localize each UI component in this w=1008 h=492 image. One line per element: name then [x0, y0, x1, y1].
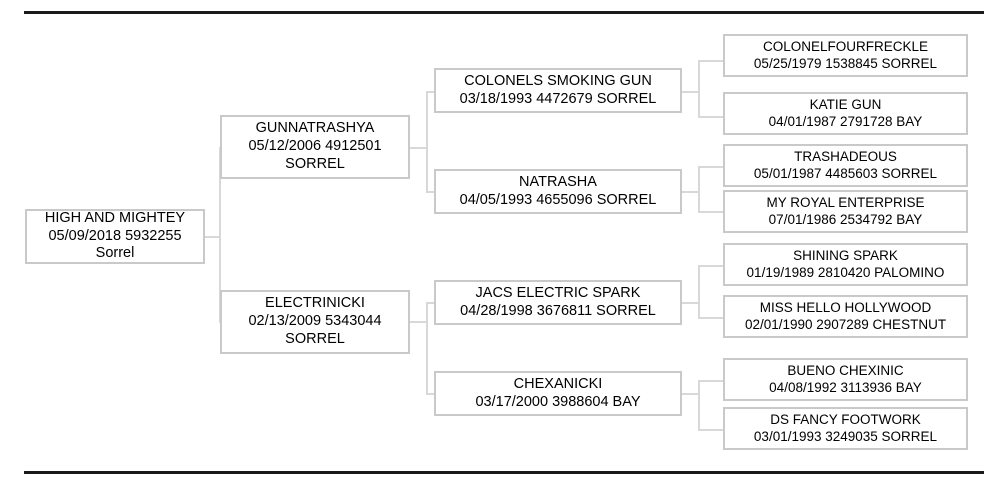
node-details: 04/28/1998 3676811 SORREL: [460, 302, 656, 319]
connector-gen2-sire-vertical-up: [426, 91, 428, 148]
pedigree-node-gen4-5[interactable]: MISS HELLO HOLLYWOOD 02/01/1990 2907289 …: [723, 295, 968, 338]
pedigree-node-gen4-7[interactable]: DS FANCY FOOTWORK 03/01/1993 3249035 SOR…: [723, 407, 968, 450]
node-name: DS FANCY FOOTWORK: [770, 412, 921, 428]
pedigree-node-gen4-6[interactable]: BUENO CHEXINIC 04/08/1992 3113936 BAY: [723, 358, 968, 401]
node-name: MY ROYAL ENTERPRISE: [766, 195, 925, 211]
node-details: 01/19/1989 2810420 PALOMINO: [746, 264, 945, 280]
pedigree-node-gen3-0[interactable]: COLONELS SMOKING GUN 03/18/1993 4472679 …: [434, 68, 682, 113]
node-name: ELECTRINICKI: [265, 295, 365, 312]
node-color: SORREL: [285, 155, 345, 172]
node-details: 03/18/1993 4472679 SORREL: [459, 90, 657, 107]
connector-gen2-sire-stub: [410, 147, 428, 149]
connector-root-stub: [205, 236, 221, 238]
connector-gen3-2-stub: [682, 302, 700, 304]
node-name: JACS ELECTRIC SPARK: [475, 284, 641, 301]
connector-gen3-1-vertical-down: [698, 191, 700, 213]
pedigree-node-gen3-3[interactable]: CHEXANICKI 03/17/2000 3988604 BAY: [434, 371, 682, 416]
connector-gen3-2-vertical-up: [698, 265, 700, 303]
connector-gen3-1-stub: [682, 191, 700, 193]
connector-gen3-3-vertical-up: [698, 380, 700, 395]
node-details: 03/01/1993 3249035 SORREL: [753, 428, 938, 444]
connector-gen3-0-vertical-up: [698, 60, 700, 92]
node-details: 02/01/1990 2907289 CHESTNUT: [744, 316, 947, 332]
node-details: 05/01/1987 4485603 SORREL: [753, 165, 938, 181]
connector-to-gen3-2: [426, 302, 436, 304]
node-name: GUNNATRASHYA: [255, 120, 375, 137]
node-name: SHINING SPARK: [793, 248, 898, 264]
pedigree-node-gen4-0[interactable]: COLONELFOURFRECKLE 05/25/1979 1538845 SO…: [723, 34, 968, 77]
pedigree-node-gen4-3[interactable]: MY ROYAL ENTERPRISE 07/01/1986 2534792 B…: [723, 190, 968, 233]
connector-to-gen3-1: [426, 191, 436, 193]
node-details: 07/01/1986 2534792 BAY: [768, 211, 923, 227]
connector-gen2-dam-stub: [410, 321, 428, 323]
connector-to-gen4-7: [698, 429, 724, 431]
node-name: MISS HELLO HOLLYWOOD: [759, 300, 932, 316]
connector-gen3-0-vertical-down: [698, 91, 700, 118]
connector-root-vertical: [219, 147, 221, 238]
connector-gen2-dam-vertical-down: [426, 321, 428, 394]
pedigree-node-gen2-1[interactable]: ELECTRINICKI 02/13/2009 5343044 SORREL: [220, 290, 410, 354]
connector-gen3-1-vertical-up: [698, 166, 700, 192]
pedigree-node-gen3-2[interactable]: JACS ELECTRIC SPARK 04/28/1998 3676811 S…: [434, 280, 682, 325]
node-name: COLONELFOURFRECKLE: [762, 39, 929, 55]
pedigree-node-gen2-0[interactable]: GUNNATRASHYA 05/12/2006 4912501 SORREL: [220, 115, 410, 179]
connector-gen3-2-vertical-down: [698, 302, 700, 319]
node-details: 05/25/1979 1538845 SORREL: [753, 55, 938, 71]
pedigree-node-gen4-4[interactable]: SHINING SPARK 01/19/1989 2810420 PALOMIN…: [723, 243, 968, 286]
connector-gen2-sire-vertical-down: [426, 147, 428, 193]
connector-to-gen4-3: [698, 211, 724, 213]
connector-to-gen4-6: [698, 380, 724, 382]
node-details: 03/17/2000 3988604 BAY: [475, 393, 641, 410]
pedigree-node-gen4-1[interactable]: KATIE GUN 04/01/1987 2791728 BAY: [723, 92, 968, 135]
connector-gen3-0-stub: [682, 91, 700, 93]
connector-to-gen4-4: [698, 265, 724, 267]
pedigree-node-gen1-0[interactable]: HIGH AND MIGHTEY 05/09/2018 5932255 Sorr…: [25, 209, 205, 264]
connector-to-gen3-3: [426, 393, 436, 395]
node-details: 04/05/1993 4655096 SORREL: [459, 191, 657, 208]
connector-to-gen4-1: [698, 116, 724, 118]
node-details: 02/13/2009 5343044: [248, 313, 382, 330]
node-details: 05/12/2006 4912501: [248, 138, 382, 155]
node-name: COLONELS SMOKING GUN: [464, 72, 652, 89]
node-name: TRASHADEOUS: [794, 149, 897, 165]
connector-to-gen3-0: [426, 91, 436, 93]
connector-to-gen4-0: [698, 60, 724, 62]
node-details: 05/09/2018 5932255: [48, 227, 182, 244]
bottom-horizontal-rule: [24, 471, 984, 474]
node-name: NATRASHA: [519, 173, 597, 190]
node-name: BUENO CHEXINIC: [787, 363, 904, 379]
pedigree-node-gen3-1[interactable]: NATRASHA 04/05/1993 4655096 SORREL: [434, 169, 682, 214]
connector-gen2-dam-vertical-up: [426, 302, 428, 322]
node-details: 04/01/1987 2791728 BAY: [768, 113, 923, 129]
node-color: SORREL: [285, 330, 345, 347]
pedigree-node-gen4-2[interactable]: TRASHADEOUS 05/01/1987 4485603 SORREL: [723, 144, 968, 187]
node-name: CHEXANICKI: [513, 375, 603, 392]
node-details: 04/08/1992 3113936 BAY: [769, 379, 922, 395]
node-name: KATIE GUN: [809, 97, 882, 113]
connector-gen3-3-vertical-down: [698, 393, 700, 431]
connector-gen3-3-stub: [682, 393, 700, 395]
node-name: HIGH AND MIGHTEY: [44, 209, 186, 226]
connector-to-gen4-5: [698, 317, 724, 319]
top-horizontal-rule: [24, 11, 984, 14]
node-color: Sorrel: [95, 245, 135, 262]
connector-root-vertical-lower: [219, 236, 221, 322]
connector-to-gen4-2: [698, 166, 724, 168]
